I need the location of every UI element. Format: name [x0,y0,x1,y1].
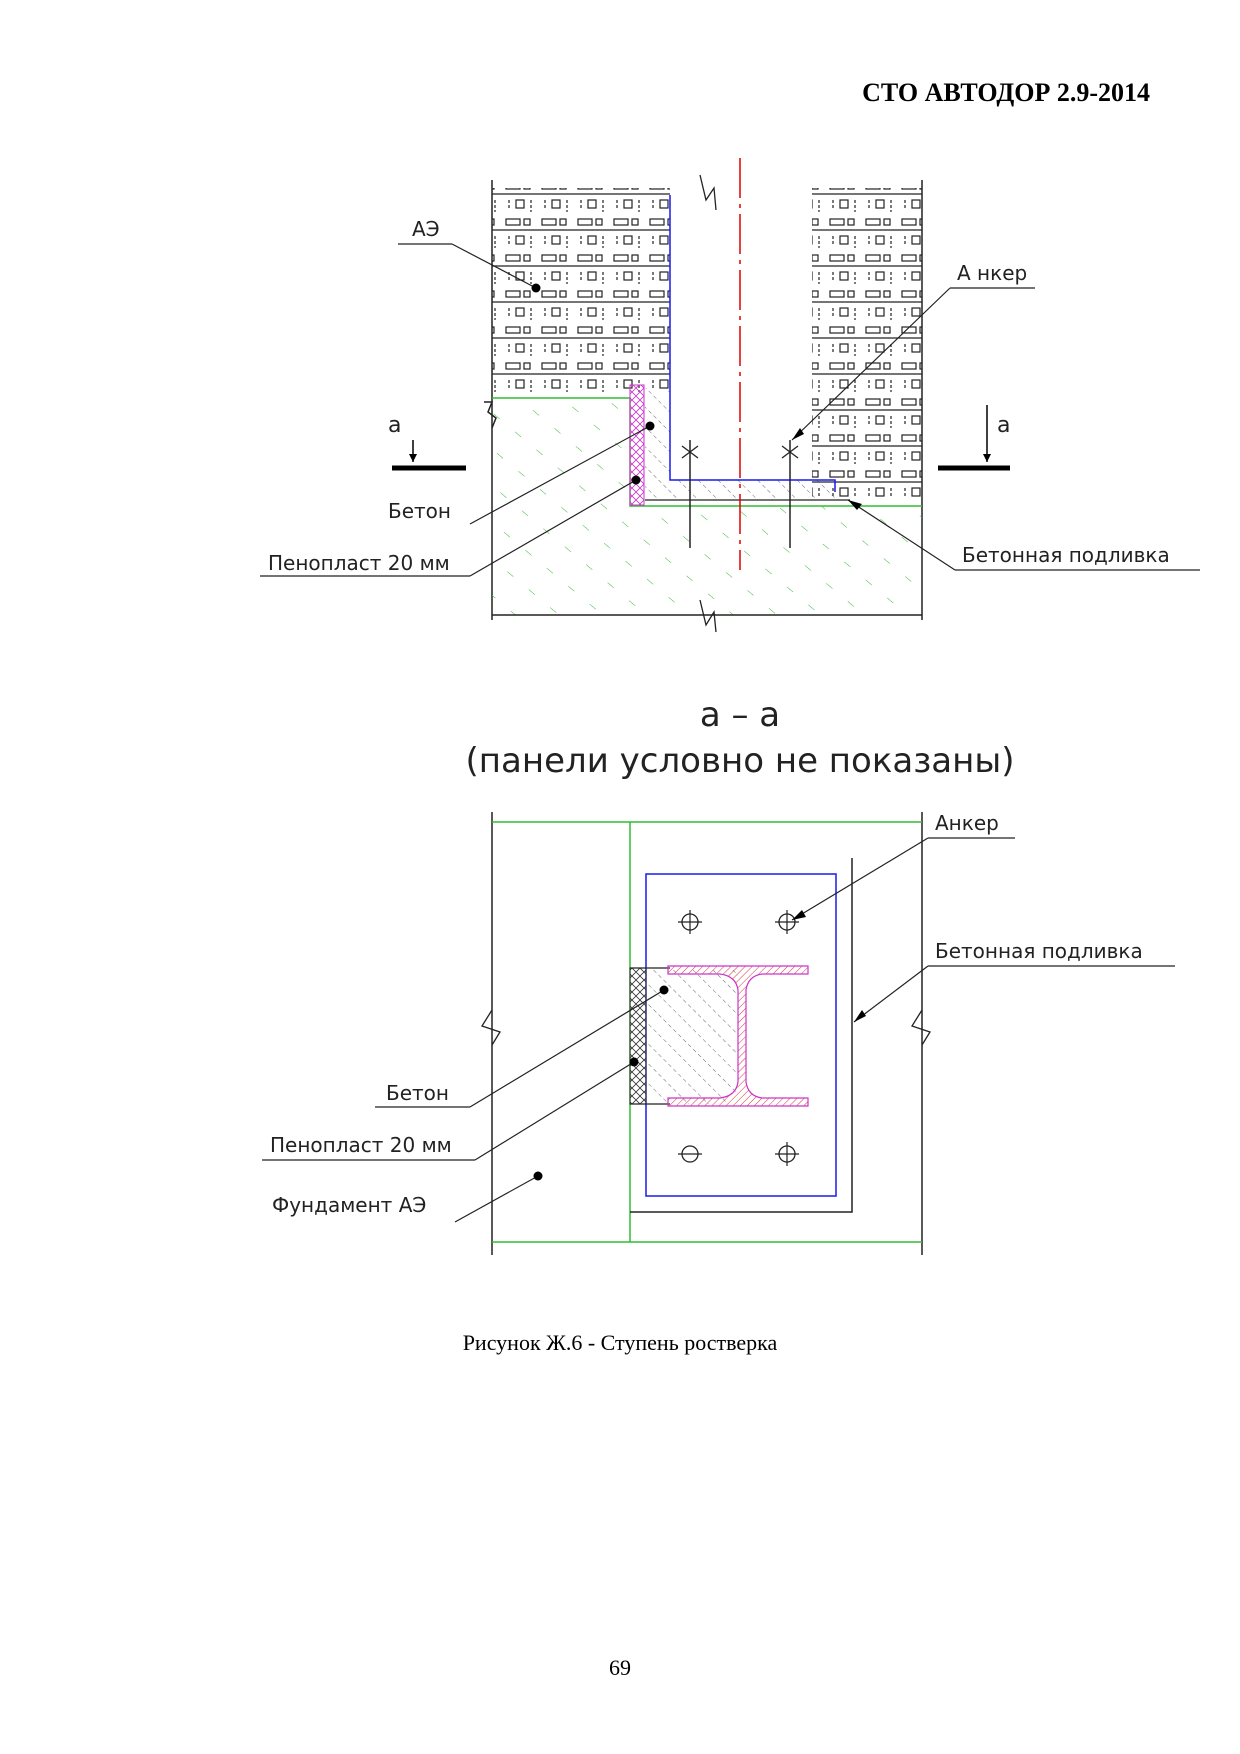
document-code-header: СТО АВТОДОР 2.9-2014 [862,78,1150,107]
label-grout-bottom: Бетонная подливка [935,939,1143,963]
anchor-hole-2 [775,910,799,934]
grout-outline [630,858,853,1213]
section-title-line1: а – а [700,695,780,735]
label-anchor-top: А нкер [957,261,1027,285]
anchor-hole-1 [678,910,702,934]
label-grout-top: Бетонная подливка [962,543,1170,567]
figure-caption: Рисунок Ж.6 - Ступень ростверка [462,1330,778,1355]
wall-panel-right [812,188,922,498]
label-concrete-top: Бетон [388,499,451,523]
label-foundation: Фундамент АЭ [272,1193,426,1217]
i-beam-section [667,965,809,1107]
label-foam-bottom: Пенопласт 20 мм [270,1133,452,1157]
anchor-hole-3 [678,1145,702,1163]
top-elevation-view: а а АЭ А нкер Бетон Пенопласт 20 мм Бето… [260,158,1200,633]
wall-panel-left [492,188,670,398]
section-letter-right: а [997,413,1010,438]
section-title-line2: (панели условно не показаны) [466,741,1015,781]
base-plate [669,395,836,492]
anchor-hole-4 [775,1142,799,1166]
bottom-section-view: Анкер Бетонная подливка Бетон Пенопласт … [262,811,1175,1255]
label-concrete-bottom: Бетон [386,1081,449,1105]
label-foam-top: Пенопласт 20 мм [268,551,450,575]
label-anchor-bottom: Анкер [935,811,999,835]
foam-strip-plan [629,967,647,1105]
label-ae: АЭ [412,217,440,241]
section-letter-left: а [388,413,401,438]
foam-strip [629,384,645,506]
concrete-fill [645,388,845,500]
page-number: 69 [609,1655,631,1680]
